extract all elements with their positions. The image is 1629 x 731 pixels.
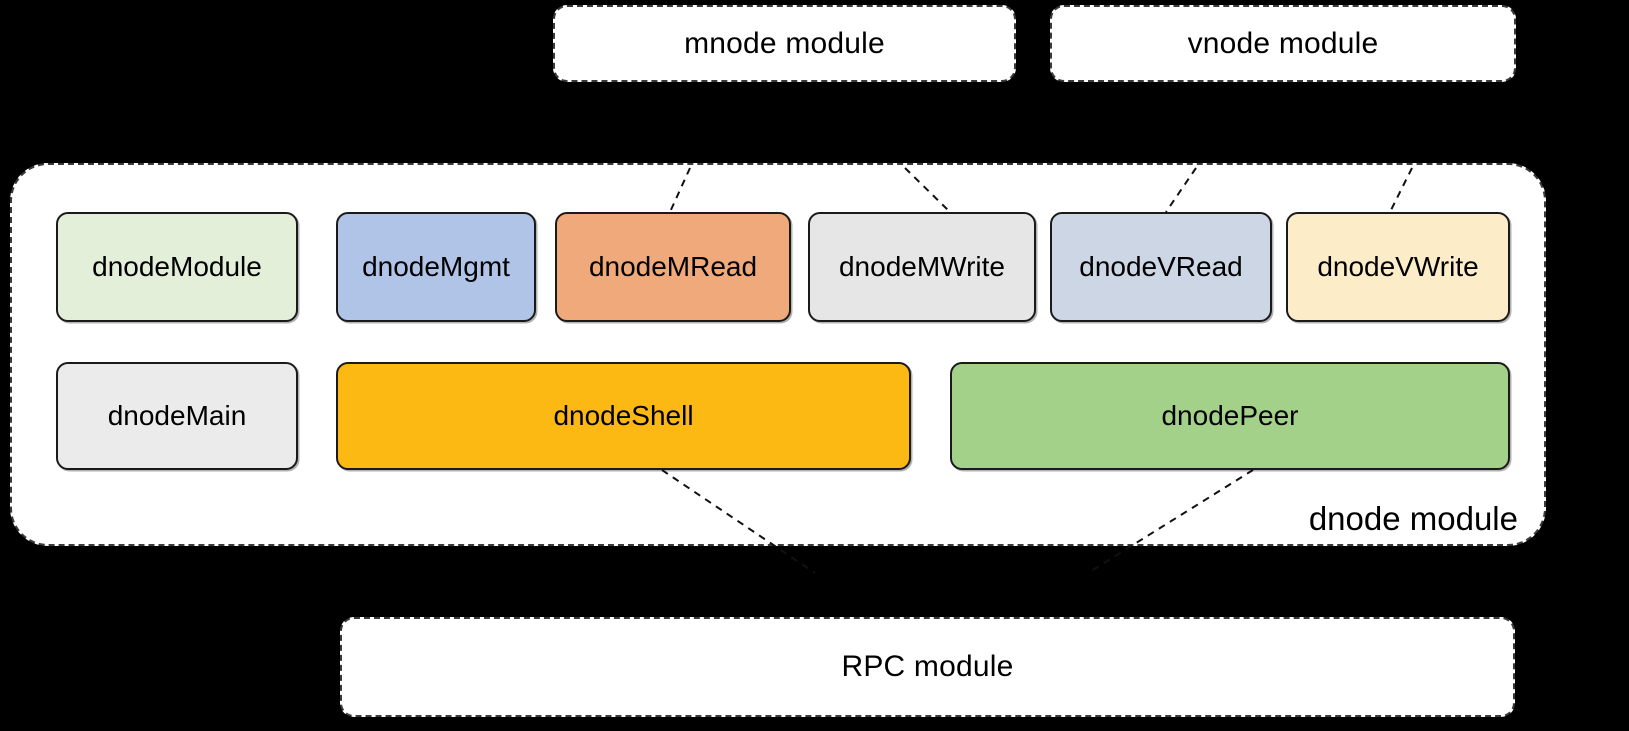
component-label-dnodeMWrite: dnodeMWrite <box>838 251 1005 282</box>
component-label-dnodeMgmt: dnodeMgmt <box>362 251 510 282</box>
dnode-module-label: dnode module <box>1308 500 1518 537</box>
vnode-module-label: vnode module <box>1187 26 1379 60</box>
component-box-dnodeVWrite[interactable]: dnodeVWrite <box>1286 212 1510 322</box>
component-label-dnodeMain: dnodeMain <box>107 400 247 431</box>
component-label-dnodeModule: dnodeModule <box>92 251 262 282</box>
component-box-dnodeMRead[interactable]: dnodeMRead <box>555 212 791 322</box>
component-label-dnodeVWrite: dnodeVWrite <box>1317 251 1479 282</box>
rpc-module-label: RPC module <box>841 650 1014 683</box>
component-box-dnodeShell[interactable]: dnodeShell <box>336 362 911 470</box>
component-box-dnodeMain[interactable]: dnodeMain <box>56 362 298 470</box>
component-label-dnodePeer: dnodePeer <box>1161 400 1299 431</box>
component-label-dnodeVRead: dnodeVRead <box>1079 251 1243 282</box>
mnode-module-label: mnode module <box>684 26 885 60</box>
component-box-dnodeModule[interactable]: dnodeModule <box>56 212 298 322</box>
component-label-dnodeShell: dnodeShell <box>553 400 694 431</box>
component-box-dnodeMWrite[interactable]: dnodeMWrite <box>808 212 1036 322</box>
component-label-dnodeMRead: dnodeMRead <box>588 251 758 282</box>
rpc-module-box[interactable]: RPC module <box>340 617 1515 717</box>
mnode-module-box[interactable]: mnode module <box>553 5 1016 82</box>
component-box-dnodeMgmt[interactable]: dnodeMgmt <box>336 212 536 322</box>
component-box-dnodePeer[interactable]: dnodePeer <box>950 362 1510 470</box>
vnode-module-box[interactable]: vnode module <box>1050 5 1516 82</box>
component-box-dnodeVRead[interactable]: dnodeVRead <box>1050 212 1272 322</box>
